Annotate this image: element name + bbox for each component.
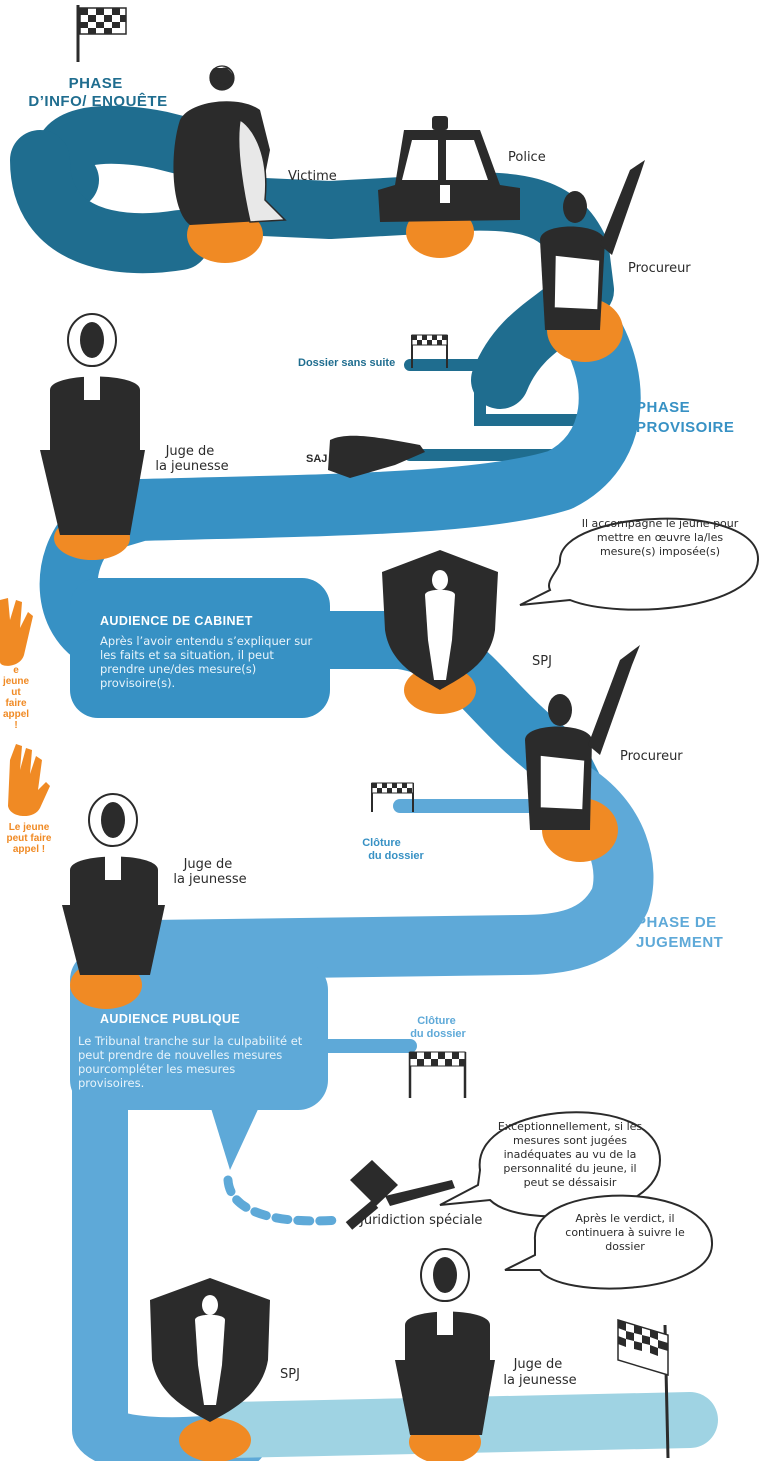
juge-3-figure-icon: [395, 1248, 495, 1435]
gavel-icon: [345, 1160, 455, 1230]
label-victime: Victime: [288, 169, 337, 184]
label-spj-2: SPJ: [280, 1367, 300, 1382]
appeal-1-line3: appel !: [2, 709, 30, 731]
juge-2-figure-icon: [62, 793, 165, 975]
label-juridiction: Juridiction spéciale: [359, 1213, 482, 1228]
label-cloture-1-line2: du dossier: [368, 850, 424, 862]
audience-cabinet-title: AUDIENCE DE CABINET: [100, 614, 253, 628]
victime-figure-icon: [173, 65, 287, 225]
phase-info-title: PHASE D’INFO/ ENQUÊTE: [28, 75, 167, 110]
appeal-hand-1-icon: [0, 598, 33, 666]
label-cloture-2-line2: du dossier: [410, 1028, 466, 1040]
phase-jugement-title: PHASE DE JUGEMENT: [636, 914, 723, 951]
label-juge-3: Juge de la jeunesse: [503, 1357, 576, 1388]
appeal-1-line2: ut faire: [5, 687, 27, 709]
finish-flag-2-icon: [371, 782, 414, 812]
label-saj: SAJ: [306, 453, 327, 465]
bubble-spj-text: Il accompagne le jeune pour mettre en œu…: [581, 517, 739, 558]
label-juge-1-line2: la jeunesse: [155, 459, 228, 474]
label-cloture-1: Clôture du dossier: [362, 837, 424, 862]
label-procureur-2: Procureur: [620, 749, 683, 764]
label-juge-1: Juge de la jeunesse: [155, 444, 228, 474]
label-police: Police: [508, 150, 546, 165]
spj-1-shield-icon: [382, 550, 498, 690]
bubble-verdict-text: Après le verdict, il continuera à suivre…: [565, 1212, 685, 1253]
phase-info-line1: PHASE: [69, 75, 123, 92]
procureur-1-figure-icon: [540, 160, 645, 330]
audience-publique-title: AUDIENCE PUBLIQUE: [100, 1012, 241, 1026]
label-juge-2-line1: Juge de: [183, 857, 233, 872]
bubble-desaisir: [439, 1111, 662, 1218]
start-flag-icon: [76, 5, 127, 62]
box-publique-tail: [210, 1105, 260, 1170]
finish-flag-1-icon: [411, 334, 448, 368]
label-cloture-2: Clôture du dossier: [410, 1015, 466, 1040]
label-spj-1: SPJ: [532, 654, 552, 669]
audience-publique-text: Le Tribunal tranche sur la culpabilité e…: [78, 1034, 303, 1090]
bubble-desaisir-text: Exceptionnellement, si les mesures sont …: [497, 1120, 643, 1189]
label-juge-3-line2: la jeunesse: [503, 1373, 576, 1388]
phase-info-line2: D’INFO/ ENQUÊTE: [28, 92, 167, 110]
phase-jugement-line2: JUGEMENT: [636, 934, 723, 951]
saj-hand-icon: [328, 435, 425, 478]
appeal-1-line1: e jeune: [2, 665, 30, 687]
label-juge-2-line2: la jeunesse: [173, 872, 246, 887]
appeal-2-line2: peut faire: [6, 833, 52, 844]
label-juge-2: Juge de la jeunesse: [173, 857, 246, 887]
dashed-link-juridiction: [223, 1175, 345, 1226]
phase-provisoire-title: PHASE PROVISOIRE: [636, 399, 734, 436]
bubble-spj: [519, 517, 760, 611]
label-cloture-1-line1: Clôture: [362, 837, 401, 849]
spj-2-shield-icon: [150, 1278, 270, 1422]
phase-provisoire-line2: PROVISOIRE: [636, 419, 734, 436]
phase-provisoire-line1: PHASE: [636, 399, 690, 416]
box-cabinet-bg: [70, 578, 330, 718]
phase-jugement-line1: PHASE DE: [636, 914, 717, 931]
road-phase-provisoire: [39, 299, 641, 819]
label-cloture-2-line1: Clôture: [417, 1015, 456, 1027]
police-car-icon: [378, 116, 520, 222]
appeal-2-label: Le jeune peut faire appel !: [0, 822, 58, 855]
audience-cabinet-text: Après l’avoir entendu s’expliquer sur le…: [100, 634, 313, 690]
label-juge-1-line1: Juge de: [165, 444, 215, 459]
finish-flag-4-icon: [617, 1318, 670, 1459]
appeal-2-line3: appel !: [12, 844, 46, 855]
label-juge-3-line1: Juge de: [513, 1357, 563, 1372]
label-procureur-1: Procureur: [628, 261, 691, 276]
juge-1-figure-icon: [40, 313, 145, 535]
bubble-verdict: [504, 1194, 714, 1290]
procureur-2-figure-icon: [525, 645, 640, 830]
appeal-2-line1: Le jeune: [8, 822, 50, 833]
label-dossier-sans-suite: Dossier sans suite: [298, 357, 395, 369]
appeal-hand-2-icon: [8, 744, 50, 817]
step-circle-spj-2: [179, 1418, 251, 1461]
finish-flag-3-icon: [408, 1051, 467, 1098]
appeal-1-label: e jeune ut faire appel !: [0, 665, 32, 731]
